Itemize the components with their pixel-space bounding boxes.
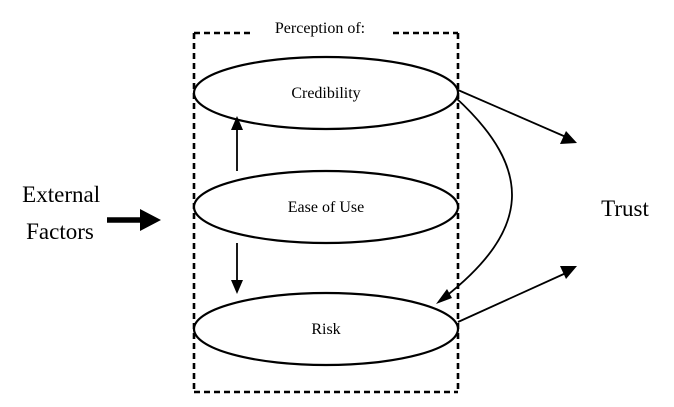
credibility-to-risk-curve xyxy=(444,96,513,298)
external-factors-line-2: Factors xyxy=(26,219,94,244)
credibility-label: Credibility xyxy=(291,85,360,102)
external-factors-line-1: External xyxy=(22,182,100,207)
external-factors-label: External Factors xyxy=(22,182,106,244)
perception-frame: Perception of: xyxy=(192,20,460,394)
credibility-to-trust-arrowhead xyxy=(560,131,577,144)
credibility-ellipse xyxy=(192,55,460,131)
trust-label: Trust xyxy=(601,196,649,221)
ease-of-use-ellipse xyxy=(192,169,460,245)
ease-to-credibility-arrowhead xyxy=(231,116,243,130)
node-credibility: Credibility xyxy=(192,55,460,131)
credibility-to-risk-arrowhead xyxy=(436,289,452,304)
risk-ellipse xyxy=(192,291,460,367)
risk-to-trust-arrowhead xyxy=(560,266,577,279)
node-ease-of-use: Ease of Use xyxy=(192,169,460,245)
node-risk: Risk xyxy=(192,291,460,367)
ease-to-risk-arrowhead xyxy=(231,280,243,294)
credibility-to-trust-shaft xyxy=(457,89,567,138)
external-factors-arrowhead xyxy=(140,209,161,231)
ease-of-use-label: Ease of Use xyxy=(288,199,364,216)
external-factors-arrow xyxy=(107,209,161,231)
risk-to-trust-shaft xyxy=(457,272,567,323)
frame-title: Perception of: xyxy=(275,20,365,37)
risk-label: Risk xyxy=(311,321,340,338)
